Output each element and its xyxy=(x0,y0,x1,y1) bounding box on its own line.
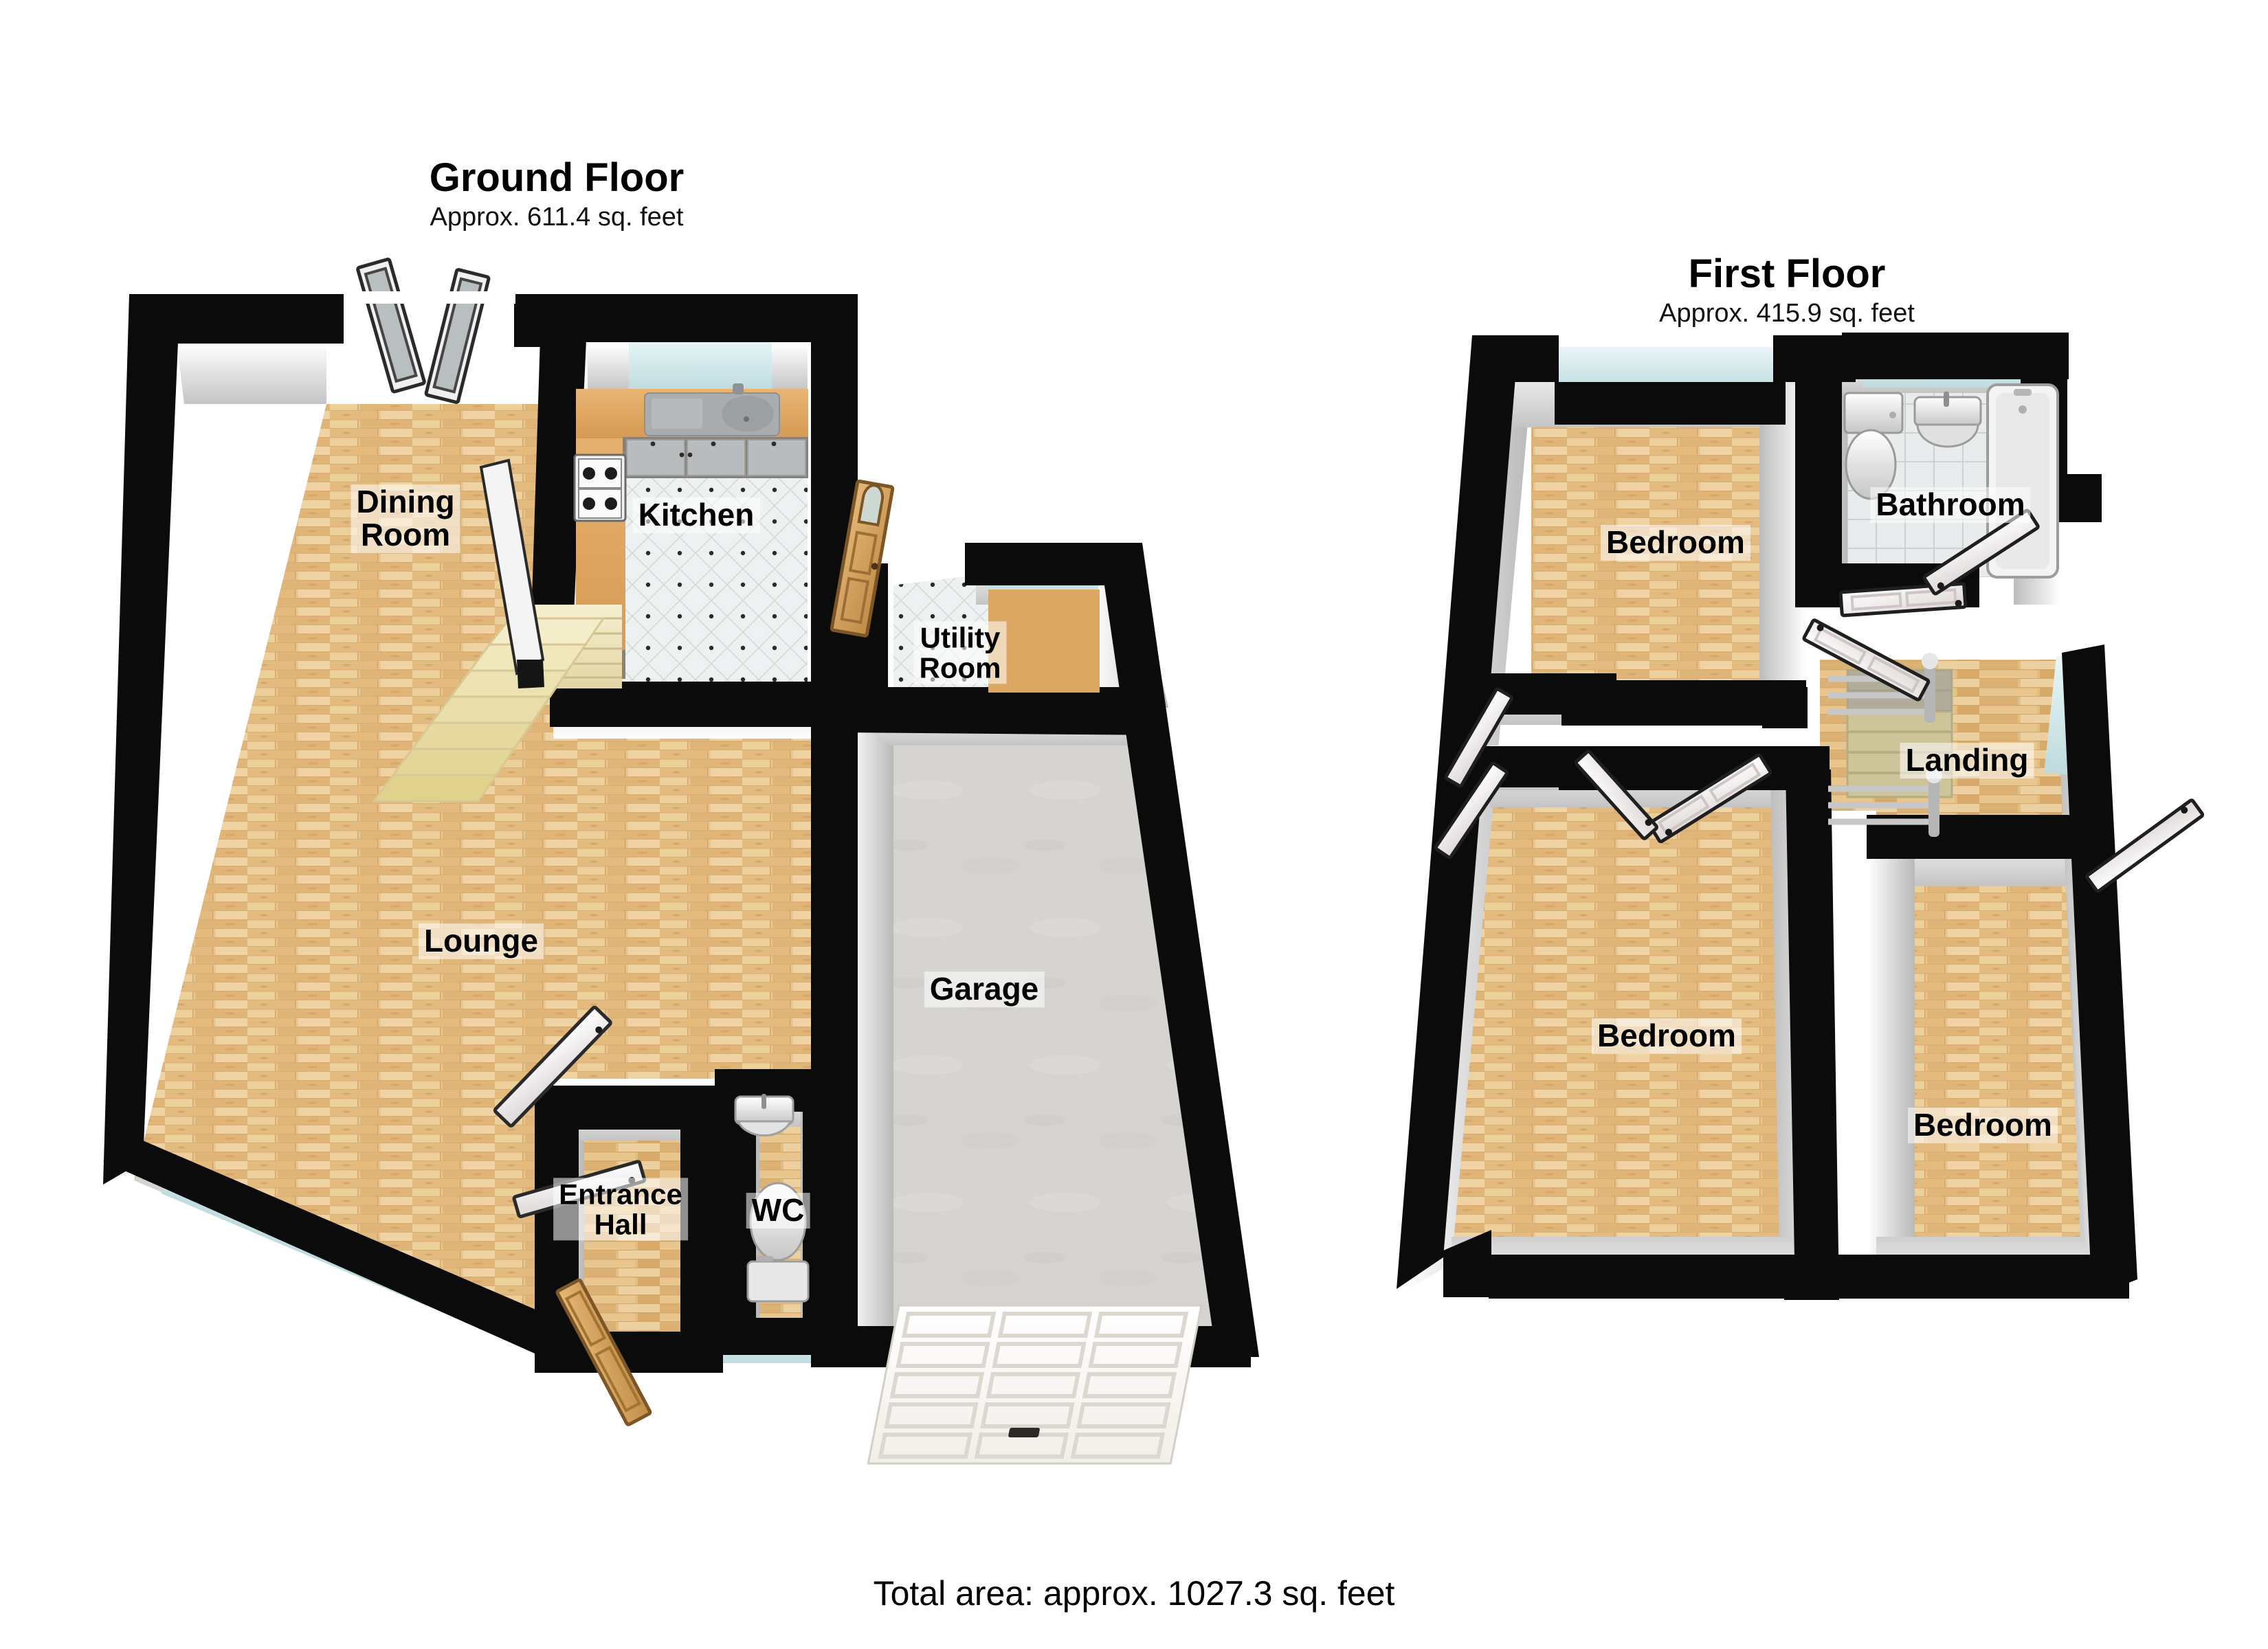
door-cupboard-left-upper[interactable] xyxy=(1444,687,1513,788)
lounge-door[interactable] xyxy=(493,1005,612,1128)
room-label-garage: Garage xyxy=(924,972,1045,1007)
door-bedroom3[interactable] xyxy=(2085,798,2205,893)
room-label-lounge: Lounge xyxy=(418,923,544,959)
room-label-bedroom-2: Bedroom xyxy=(1592,1018,1742,1054)
staircase-balustrade xyxy=(479,458,545,688)
kitchen-window xyxy=(629,338,772,392)
room-label-entrance-hall: Entrance Hall xyxy=(553,1178,688,1241)
room-label-utility-room: Utility Room xyxy=(913,621,1007,684)
ground-floor-plan xyxy=(103,257,1259,1465)
door-cupboard-centre[interactable] xyxy=(1574,750,1658,840)
first-floor-title: First Floor xyxy=(1688,251,1886,296)
bathroom-basin xyxy=(1913,392,1982,448)
patio-doors[interactable] xyxy=(344,257,515,404)
bedroom3-floor xyxy=(1868,842,2124,1292)
kitchen-base-units xyxy=(623,437,808,478)
room-label-kitchen: Kitchen xyxy=(632,497,760,533)
door-bedroom1[interactable] xyxy=(1802,618,1931,702)
wc-basin xyxy=(734,1094,794,1137)
front-door[interactable] xyxy=(555,1278,652,1426)
door-cupboard-left-lower[interactable] xyxy=(1434,761,1509,860)
door-bedroom2[interactable] xyxy=(1647,753,1772,844)
room-label-bathroom: Bathroom xyxy=(1870,487,2031,523)
first-floor-subtitle: Approx. 415.9 sq. feet xyxy=(1659,299,1915,328)
ground-floor-title: Ground Floor xyxy=(429,155,685,200)
garage-floor xyxy=(849,708,1237,1357)
garage-up-and-over-door[interactable] xyxy=(867,1304,1203,1465)
ground-staircase xyxy=(372,458,622,803)
room-label-wc: WC xyxy=(746,1193,810,1229)
kitchen-sink xyxy=(644,383,780,436)
garage-door-handle[interactable] xyxy=(1008,1428,1041,1437)
room-label-bedroom-3: Bedroom xyxy=(1908,1108,2058,1143)
utility-door[interactable] xyxy=(830,479,895,638)
utility-threshold xyxy=(988,590,1100,693)
room-label-dining-room: Dining Room xyxy=(351,484,460,553)
ground-floor-subtitle: Approx. 611.4 sq. feet xyxy=(430,203,684,232)
kitchen-hob xyxy=(573,453,627,522)
first-floor-plan xyxy=(1397,333,2205,1300)
room-label-bedroom-1: Bedroom xyxy=(1601,525,1750,561)
door-airing-cupboard[interactable] xyxy=(1922,508,2040,596)
total-area-text: Total area: approx. 1027.3 sq. feet xyxy=(873,1574,1395,1613)
lounge-dining-floor xyxy=(134,404,832,1357)
kitchen-fittings xyxy=(573,383,808,679)
room-label-landing: Landing xyxy=(1900,743,2034,778)
